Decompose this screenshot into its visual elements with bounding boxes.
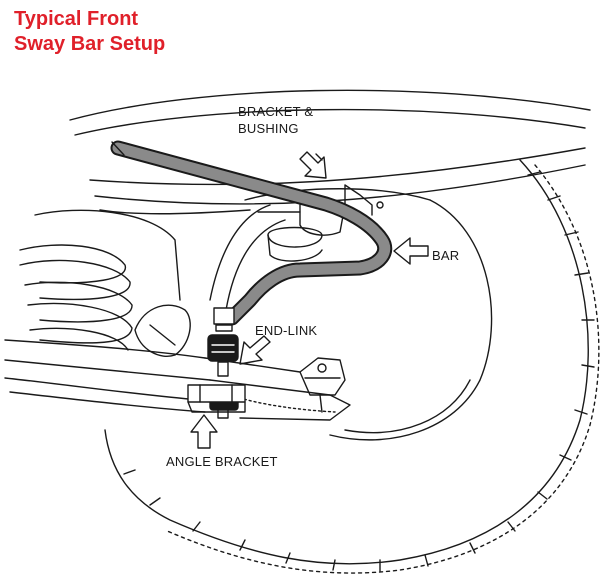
ball-joint xyxy=(299,357,346,413)
arrow-angle-bracket xyxy=(190,414,218,449)
bracket-and-bushing xyxy=(257,184,384,262)
coil-spring xyxy=(19,209,181,351)
label-angle-bracket: ANGLE BRACKET xyxy=(166,454,278,469)
sway-bar xyxy=(110,140,393,326)
arrow-end-link xyxy=(239,335,271,365)
label-bushing: BUSHING xyxy=(238,121,299,136)
brake-rotor xyxy=(209,188,493,441)
label-bracket-and: BRACKET & xyxy=(238,104,314,119)
lower-control-arm xyxy=(4,339,351,421)
diagram-title-line-2: Sway Bar Setup xyxy=(14,33,166,55)
arrow-bracket xyxy=(299,151,327,179)
bump-stop xyxy=(134,304,191,357)
diagram-title-line-1: Typical Front xyxy=(14,8,139,30)
tire xyxy=(104,159,600,574)
label-bar: BAR xyxy=(432,248,460,263)
label-end-link: END-LINK xyxy=(255,323,318,338)
angle-bracket xyxy=(187,384,246,413)
arrow-bar xyxy=(393,237,429,265)
